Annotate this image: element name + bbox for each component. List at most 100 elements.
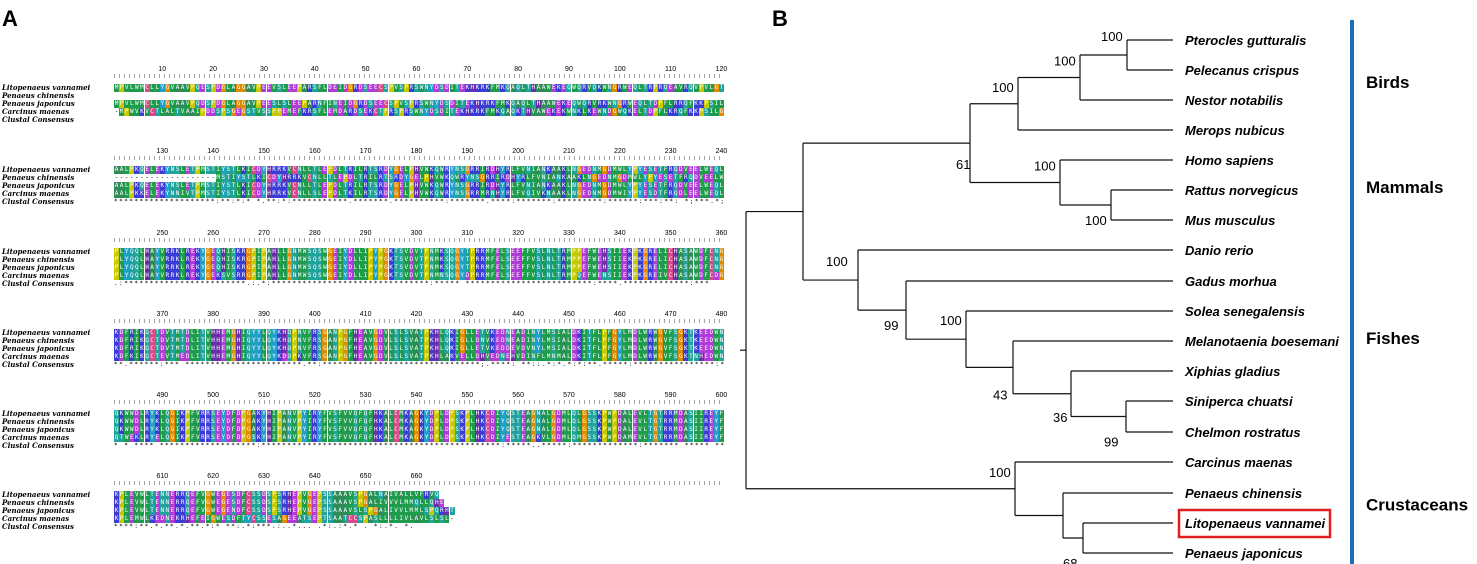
residue-cell: V — [169, 84, 175, 92]
residue-cell: Y — [154, 264, 160, 272]
residue-cell: T — [154, 353, 160, 361]
residue-cell: V — [302, 499, 308, 507]
residue-cell: E — [495, 248, 501, 256]
ruler-tick: 290 — [359, 230, 372, 237]
residue-cell: L — [668, 100, 674, 108]
residue-cell: V — [530, 272, 536, 280]
residue-cell: N — [175, 190, 181, 198]
ruler-tick: 600 — [715, 392, 728, 399]
residue-cell: P — [124, 108, 130, 116]
residue-cell: V — [419, 190, 425, 198]
residue-cell: I — [495, 418, 501, 426]
residue-cell: F — [678, 174, 684, 182]
residue-cell: E — [169, 507, 175, 515]
residue-cell: L — [657, 264, 663, 272]
residue-cell: V — [342, 434, 348, 442]
residue-cell: G — [230, 345, 236, 353]
residue-cell: V — [302, 491, 308, 499]
residue-cell: Y — [236, 174, 242, 182]
residue-cell: H — [144, 272, 150, 280]
residue-cell: D — [490, 426, 496, 434]
residue-cell: F — [495, 100, 501, 108]
residue-cell: S — [444, 264, 450, 272]
residue-cell: R — [347, 166, 353, 174]
residue-cell: R — [668, 426, 674, 434]
residue-cell: I — [708, 108, 714, 116]
residue-cell: S — [683, 264, 689, 272]
residue-cell: D — [464, 272, 470, 280]
residue-cell: R — [164, 264, 170, 272]
residue-cell: A — [114, 182, 120, 190]
residue-cell: L — [642, 434, 648, 442]
residue-cell: E — [464, 100, 470, 108]
residue-cell: Q — [571, 426, 577, 434]
residue-cell: I — [337, 84, 343, 92]
residue-cell: W — [642, 337, 648, 345]
residue-cell: M — [175, 329, 181, 337]
residue-cell: L — [154, 84, 160, 92]
residue-cell: A — [337, 507, 343, 515]
residue-cell: Q — [246, 353, 252, 361]
residue-cell: T — [480, 329, 486, 337]
residue-cell: M — [408, 499, 414, 507]
residue-cell: N — [164, 515, 170, 523]
residue-cell: Q — [266, 345, 272, 353]
residue-cell: L — [119, 256, 125, 264]
residue-cell: R — [388, 108, 394, 116]
residue-cell: R — [439, 507, 445, 515]
residue-cell: I — [556, 329, 562, 337]
residue-cell: G — [246, 264, 252, 272]
residue-cell: D — [678, 182, 684, 190]
residue-cell: M — [561, 418, 567, 426]
residue-cell: A — [525, 426, 531, 434]
residue-cell: S — [266, 491, 272, 499]
ruler-tick: 30 — [260, 66, 268, 73]
residue-cell: N — [535, 410, 541, 418]
residue-cell: S — [535, 248, 541, 256]
residue-cell: E — [154, 190, 160, 198]
residue-cell: A — [561, 329, 567, 337]
residue-cell: V — [291, 434, 297, 442]
residue-cell: M — [297, 272, 303, 280]
residue-cell: T — [154, 337, 160, 345]
ruler-tick: 40 — [310, 66, 319, 73]
residue-cell: K — [637, 272, 643, 280]
residue-cell: T — [393, 264, 399, 272]
residue-cell: R — [271, 182, 277, 190]
residue-cell: Y — [500, 426, 506, 434]
residue-cell: F — [703, 248, 709, 256]
residue-cell: M — [673, 426, 679, 434]
residue-cell: L — [566, 353, 572, 361]
residue-cell: - — [155, 174, 159, 181]
residue-cell: N — [607, 174, 613, 182]
residue-cell: W — [322, 256, 328, 264]
residue-cell: P — [261, 256, 267, 264]
residue-cell: V — [225, 272, 231, 280]
residue-cell: P — [408, 190, 414, 198]
residue-cell: S — [454, 434, 460, 442]
residue-cell: V — [251, 100, 257, 108]
residue-cell: W — [129, 426, 135, 434]
residue-cell: D — [408, 272, 414, 280]
residue-cell: E — [286, 84, 292, 92]
residue-cell: Y — [271, 337, 277, 345]
ruler-tick: 70 — [463, 66, 472, 73]
ruler-dots — [114, 319, 724, 323]
alignment-row: Clustal Consensus — [0, 116, 740, 124]
residue-cell: L — [469, 353, 475, 361]
residue-cell: D — [586, 182, 592, 190]
residue-cell: N — [164, 491, 170, 499]
residue-cell: P — [383, 108, 389, 116]
residue-cell: G — [657, 329, 663, 337]
residue-cell: A — [535, 182, 541, 190]
residue-cell: W — [617, 190, 623, 198]
residue-cell: L — [352, 264, 358, 272]
residue-cell: Y — [261, 182, 267, 190]
residue-cell: N — [500, 353, 506, 361]
residue-cell: Y — [388, 166, 394, 174]
sequence-name: Clustal Consensus — [2, 279, 74, 288]
